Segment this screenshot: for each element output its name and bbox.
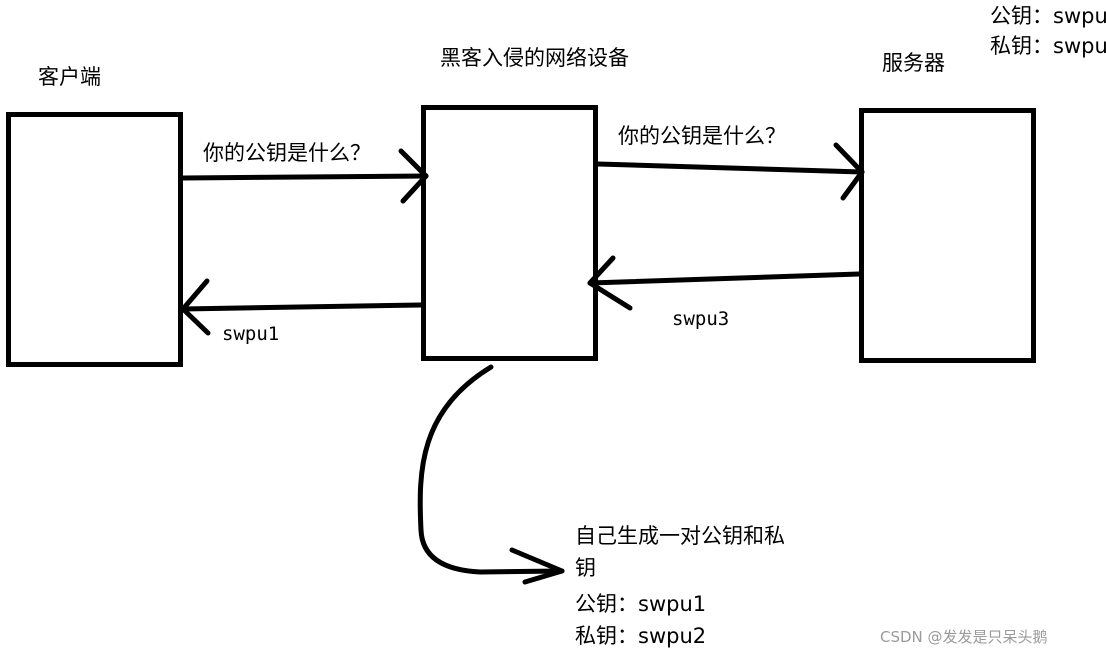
arrow-attacker-to-client	[180, 302, 424, 312]
label-server-to-attacker: swpu3	[672, 308, 730, 330]
server-box	[859, 108, 1036, 363]
note-line-1: 自己生成一对公钥和私	[575, 524, 785, 548]
attacker-private-key-text: 私钥：swpu2	[575, 624, 707, 648]
server-label: 服务器	[882, 51, 945, 75]
server-public-key-text: 公钥：swpu	[990, 4, 1106, 28]
arrow-server-to-attacker	[587, 271, 862, 286]
arrowhead-server-to-attacker	[587, 255, 633, 311]
watermark-text: CSDN @发发是只呆头鹅	[880, 628, 1048, 646]
client-label: 客户端	[38, 65, 101, 89]
attacker-label: 黑客入侵的网络设备	[440, 46, 629, 70]
attacker-public-key-text: 公钥：swpu1	[575, 592, 707, 616]
arrow-client-to-attacker	[180, 173, 429, 181]
label-attacker-to-server: 你的公钥是什么？	[618, 124, 786, 148]
label-attacker-to-client: swpu1	[222, 323, 280, 345]
arrowhead-curve	[509, 547, 565, 585]
arrowhead-attacker-to-server	[833, 142, 865, 201]
note-line-2: 钥	[575, 556, 596, 580]
curve-attacker-to-note	[417, 364, 565, 575]
arrow-attacker-to-server	[595, 161, 865, 175]
server-private-key-text: 私钥：swpu	[990, 34, 1106, 58]
arrowhead-attacker-to-client	[180, 278, 211, 336]
client-box	[6, 112, 183, 367]
arrowhead-client-to-attacker	[398, 148, 429, 204]
label-client-to-attacker: 你的公钥是什么？	[203, 141, 371, 165]
attacker-device-box	[421, 105, 598, 361]
